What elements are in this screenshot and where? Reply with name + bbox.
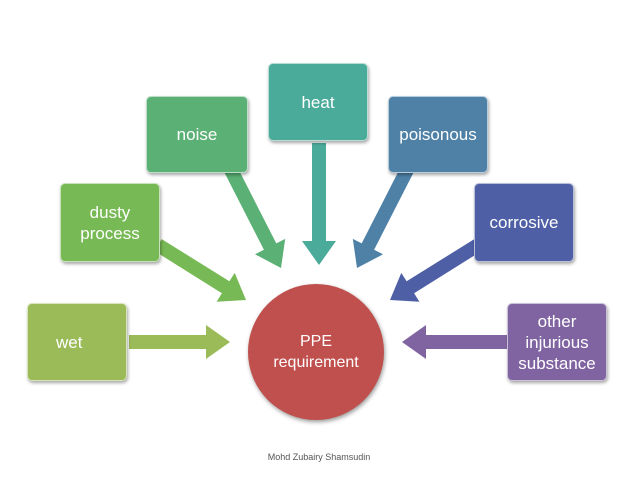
author-credit: Mohd Zubairy Shamsudin bbox=[267, 452, 371, 462]
item-wet: wet bbox=[27, 303, 127, 381]
item-heat: heat bbox=[268, 63, 368, 141]
item-other-injurious-substance: other injurious substance bbox=[507, 303, 607, 381]
arrow-corrosive bbox=[390, 239, 482, 302]
arrow-other-injurious-substance bbox=[402, 325, 507, 359]
arrow-wet bbox=[129, 325, 230, 359]
arrow-poisonous bbox=[352, 164, 415, 268]
arrow-dusty-process bbox=[154, 239, 246, 302]
arrow-noise bbox=[223, 164, 286, 268]
hub-ppe-requirement: PPE requirement bbox=[248, 284, 384, 420]
item-poisonous: poisonous bbox=[388, 96, 488, 173]
item-corrosive: corrosive bbox=[474, 183, 574, 262]
arrow-heat bbox=[302, 143, 336, 265]
item-dusty-process: dusty process bbox=[60, 183, 160, 262]
item-noise: noise bbox=[146, 96, 248, 173]
